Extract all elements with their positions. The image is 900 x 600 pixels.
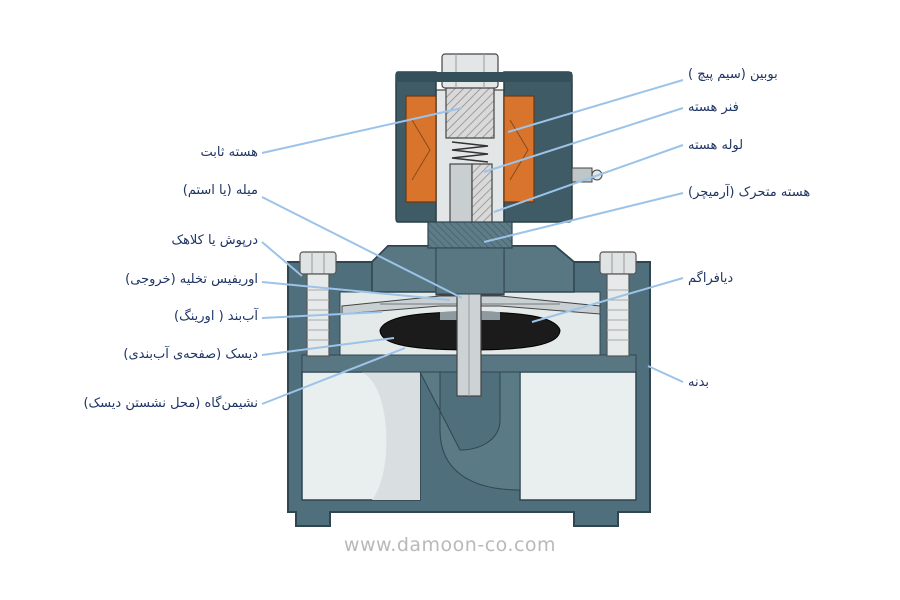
leader-disc <box>261 337 395 356</box>
leader-armature <box>483 192 684 243</box>
leader-oring <box>261 311 383 319</box>
label-bleed-orifice: اوریفیس تخلیه (خروجی) <box>125 272 258 287</box>
label-core-spring: فنر هسته <box>688 100 739 115</box>
leader-seat <box>261 347 406 405</box>
leader-lines <box>261 79 684 405</box>
label-armature: هسته متحرک (آرمیچر) <box>688 185 811 200</box>
label-coil: بوبین (سیم پیچ ) <box>688 67 778 82</box>
watermark-url: www.damoon-co.com <box>343 534 557 556</box>
label-diaphragm: دیافراگم <box>688 271 734 286</box>
label-fixed-core: هسته ثابت <box>200 145 258 160</box>
stem <box>456 283 482 397</box>
fixed-core <box>445 85 495 139</box>
leader-core-spring <box>483 107 684 173</box>
label-bonnet: درپوش یا کلاهک <box>171 233 258 248</box>
label-oring: آب‌بند ( اورینگ) <box>174 309 258 324</box>
core-spring <box>451 141 489 163</box>
label-body: بدنه <box>688 375 710 390</box>
label-stem: میله (یا استم) <box>182 183 258 198</box>
leader-stem <box>261 196 463 299</box>
leader-coil <box>507 79 684 133</box>
coil-winding <box>405 95 535 203</box>
leader-core-tube <box>493 144 684 213</box>
leader-body <box>647 365 684 383</box>
top-nut <box>441 53 499 89</box>
label-seat: نشیمن‌گاه (محل نشستن دیسک) <box>83 396 258 411</box>
leader-bleed-orifice <box>261 281 451 301</box>
leader-diaphragm <box>531 277 684 323</box>
bonnet-nut <box>427 221 513 295</box>
leader-fixed-core <box>261 107 463 154</box>
leader-bonnet <box>261 241 303 277</box>
label-disc: دیسک (صفحه‌ی آب‌بندی) <box>123 347 258 362</box>
label-core-tube: لوله هسته <box>688 138 744 153</box>
